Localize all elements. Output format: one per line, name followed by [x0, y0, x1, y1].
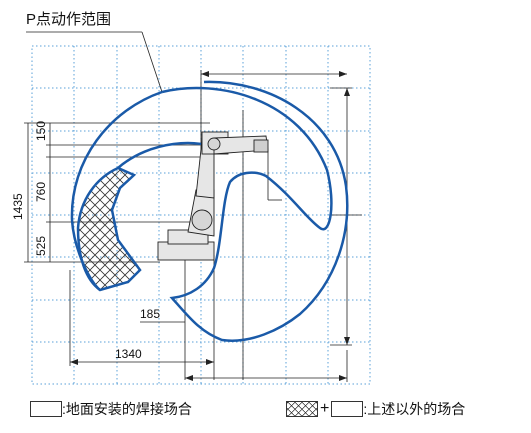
robot-arm [157, 131, 269, 261]
dim-1340: 1340 [115, 347, 142, 361]
legend-empty-swatch [30, 401, 62, 417]
legend-empty-swatch-2 [331, 401, 364, 417]
dim-760: 760 [34, 182, 48, 202]
legend-other: + :上述以外的场合 [286, 398, 465, 420]
dimension-lines [24, 31, 362, 382]
diagram-title: P点动作范围 [26, 11, 112, 28]
dim-185: 185 [140, 307, 160, 321]
legend-other-label: :上述以外的场合 [363, 401, 466, 417]
dim-1435: 1435 [11, 193, 25, 220]
legend-floor: :地面安装的焊接场合 [30, 398, 192, 420]
motion-envelope [161, 80, 349, 342]
dimension-arrows [70, 71, 350, 381]
dim-525: 525 [34, 236, 48, 256]
legend-hatch-swatch [286, 401, 318, 417]
dim-150: 150 [34, 121, 48, 141]
plus-icon: + [320, 400, 330, 417]
hatched-region [76, 166, 142, 292]
legend-floor-label: :地面安装的焊接场合 [62, 401, 192, 417]
motion-envelope-outer-left [70, 90, 163, 291]
